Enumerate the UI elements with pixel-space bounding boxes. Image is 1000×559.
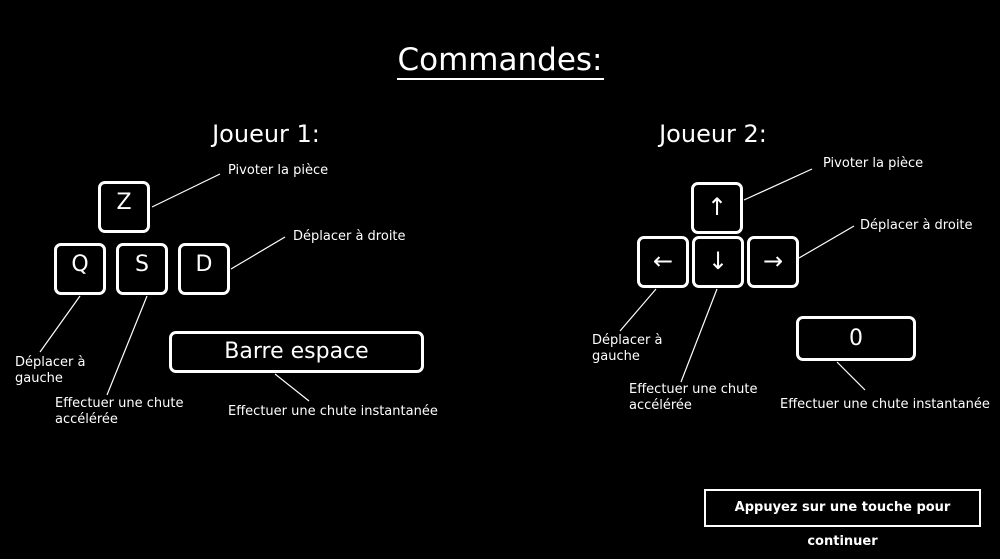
p1-right-connector: [230, 236, 286, 270]
p1-key-drop[interactable]: Barre espace: [169, 331, 424, 373]
player2-heading: Joueur 2:: [659, 120, 767, 148]
p2-key-left[interactable]: ←: [637, 236, 689, 288]
p2-right-connector: [798, 225, 855, 259]
p2-label-left: Déplacer à gauche: [592, 333, 663, 364]
p1-key-right[interactable]: D: [178, 243, 230, 295]
page-title: Commandes:: [0, 40, 1000, 80]
p1-key-rotate[interactable]: Z: [98, 181, 150, 233]
p1-down-connector: [106, 295, 148, 396]
p1-key-down[interactable]: S: [116, 243, 168, 295]
page-title-text: Commandes:: [396, 42, 604, 80]
p2-label-drop: Effectuer une chute instantanée: [780, 397, 990, 412]
p1-drop-connector: [274, 373, 310, 402]
p1-label-right: Déplacer à droite: [293, 229, 406, 244]
p2-left-connector: [619, 288, 657, 332]
p1-label-rotate: Pivoter la pièce: [228, 163, 329, 178]
p1-label-drop: Effectuer une chute instantanée: [228, 404, 438, 419]
player1-heading: Joueur 1:: [212, 120, 320, 148]
continue-button[interactable]: Appuyez sur une touche pour continuer: [704, 489, 981, 549]
p2-drop-connector: [836, 361, 866, 391]
p2-key-drop[interactable]: 0: [796, 316, 916, 361]
p1-label-left: Déplacer à gauche: [15, 355, 86, 386]
p1-left-connector: [39, 295, 81, 353]
p2-label-down: Effectuer une chute accélérée: [629, 382, 758, 413]
p1-key-left[interactable]: Q: [54, 243, 106, 295]
p2-key-right[interactable]: →: [747, 236, 799, 288]
p2-label-right: Déplacer à droite: [860, 218, 973, 233]
p2-label-rotate: Pivoter la pièce: [823, 156, 924, 171]
p1-label-down: Effectuer une chute accélérée: [55, 396, 184, 427]
p2-rotate-connector: [743, 168, 813, 201]
p2-key-rotate[interactable]: ↑: [691, 182, 743, 234]
p2-down-connector: [680, 288, 718, 383]
p2-key-down[interactable]: ↓: [692, 236, 744, 288]
p1-rotate-connector: [151, 173, 221, 208]
